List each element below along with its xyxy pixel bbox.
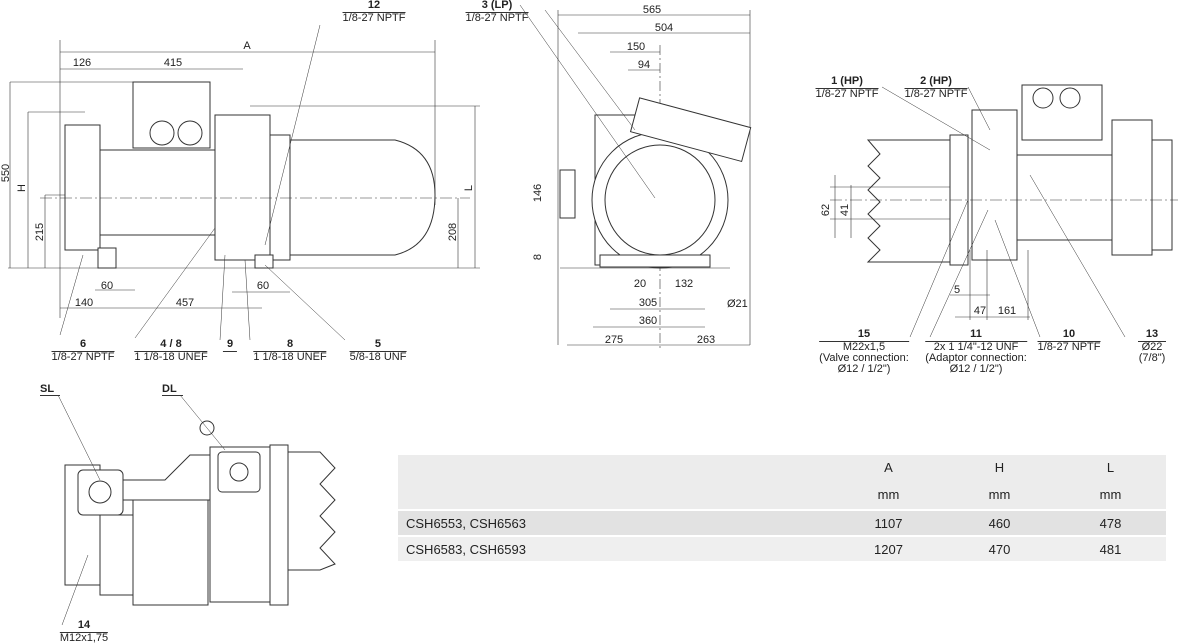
header-L: L <box>1055 455 1166 479</box>
dim-diameter-21: Ø21 <box>727 298 748 310</box>
dim-275: 275 <box>604 334 624 346</box>
dim-47: 47 <box>973 305 987 317</box>
side-view-drawing <box>8 24 480 341</box>
dim-146: 146 <box>532 183 544 203</box>
table-units-row: mm mm mm <box>398 479 1166 510</box>
l-cell: 481 <box>1055 535 1166 561</box>
dim-60-left: 60 <box>100 280 114 292</box>
callout-3-lp: 3 (LP)1/8-27 NPTF <box>465 0 529 24</box>
front-view-drawing <box>519 4 752 348</box>
dim-215: 215 <box>34 222 46 242</box>
unit-L: mm <box>1055 479 1166 510</box>
table-header-row: A H L <box>398 455 1166 479</box>
table-row: CSH6553, CSH6563 1107 460 478 <box>398 509 1166 536</box>
dim-H: H <box>16 184 28 192</box>
dim-360: 360 <box>638 315 658 327</box>
dim-150: 150 <box>626 41 646 53</box>
label-suction-line: SL <box>40 383 61 396</box>
dim-415: 415 <box>163 57 183 69</box>
unit-A: mm <box>833 479 944 510</box>
dim-161: 161 <box>997 305 1017 317</box>
a-cell: 1107 <box>833 509 944 536</box>
table-row: CSH6583, CSH6593 1207 470 481 <box>398 535 1166 561</box>
dim-94: 94 <box>637 59 651 71</box>
header-A: A <box>833 455 944 479</box>
header-model <box>398 455 833 479</box>
callout-2-hp: 2 (HP)1/8-27 NPTF <box>904 75 968 100</box>
dim-62: 62 <box>820 203 832 217</box>
callout-1-hp: 1 (HP)1/8-27 NPTF <box>815 75 879 100</box>
dim-126: 126 <box>72 57 92 69</box>
unit-model <box>398 479 833 510</box>
dim-41: 41 <box>839 203 851 217</box>
label-discharge-line: DL <box>162 383 183 396</box>
h-cell: 460 <box>944 509 1055 536</box>
dim-132: 132 <box>674 278 694 290</box>
top-view-drawing <box>57 394 336 626</box>
dim-5: 5 <box>953 284 961 296</box>
model-cell: CSH6553, CSH6563 <box>398 509 833 536</box>
dim-140: 140 <box>74 297 94 309</box>
dim-60-right: 60 <box>256 280 270 292</box>
header-H: H <box>944 455 1055 479</box>
dim-565: 565 <box>642 4 662 16</box>
dim-L: L <box>463 184 475 192</box>
h-cell: 470 <box>944 535 1055 561</box>
dim-550: 550 <box>0 163 12 183</box>
model-cell: CSH6583, CSH6593 <box>398 535 833 561</box>
dim-20: 20 <box>633 278 647 290</box>
callout-9: 9 <box>222 339 238 352</box>
a-cell: 1207 <box>833 535 944 561</box>
rear-view-drawing <box>830 84 1178 338</box>
dim-504: 504 <box>654 22 674 34</box>
dim-263: 263 <box>696 334 716 346</box>
dim-208: 208 <box>447 222 459 242</box>
dimension-table: A H L mm mm mm CSH6553, CSH6563 1107 460… <box>398 455 1166 561</box>
dim-8: 8 <box>532 253 544 261</box>
dim-A: A <box>243 40 251 52</box>
dim-457: 457 <box>175 297 195 309</box>
unit-H: mm <box>944 479 1055 510</box>
l-cell: 478 <box>1055 509 1166 536</box>
dim-305: 305 <box>638 297 658 309</box>
